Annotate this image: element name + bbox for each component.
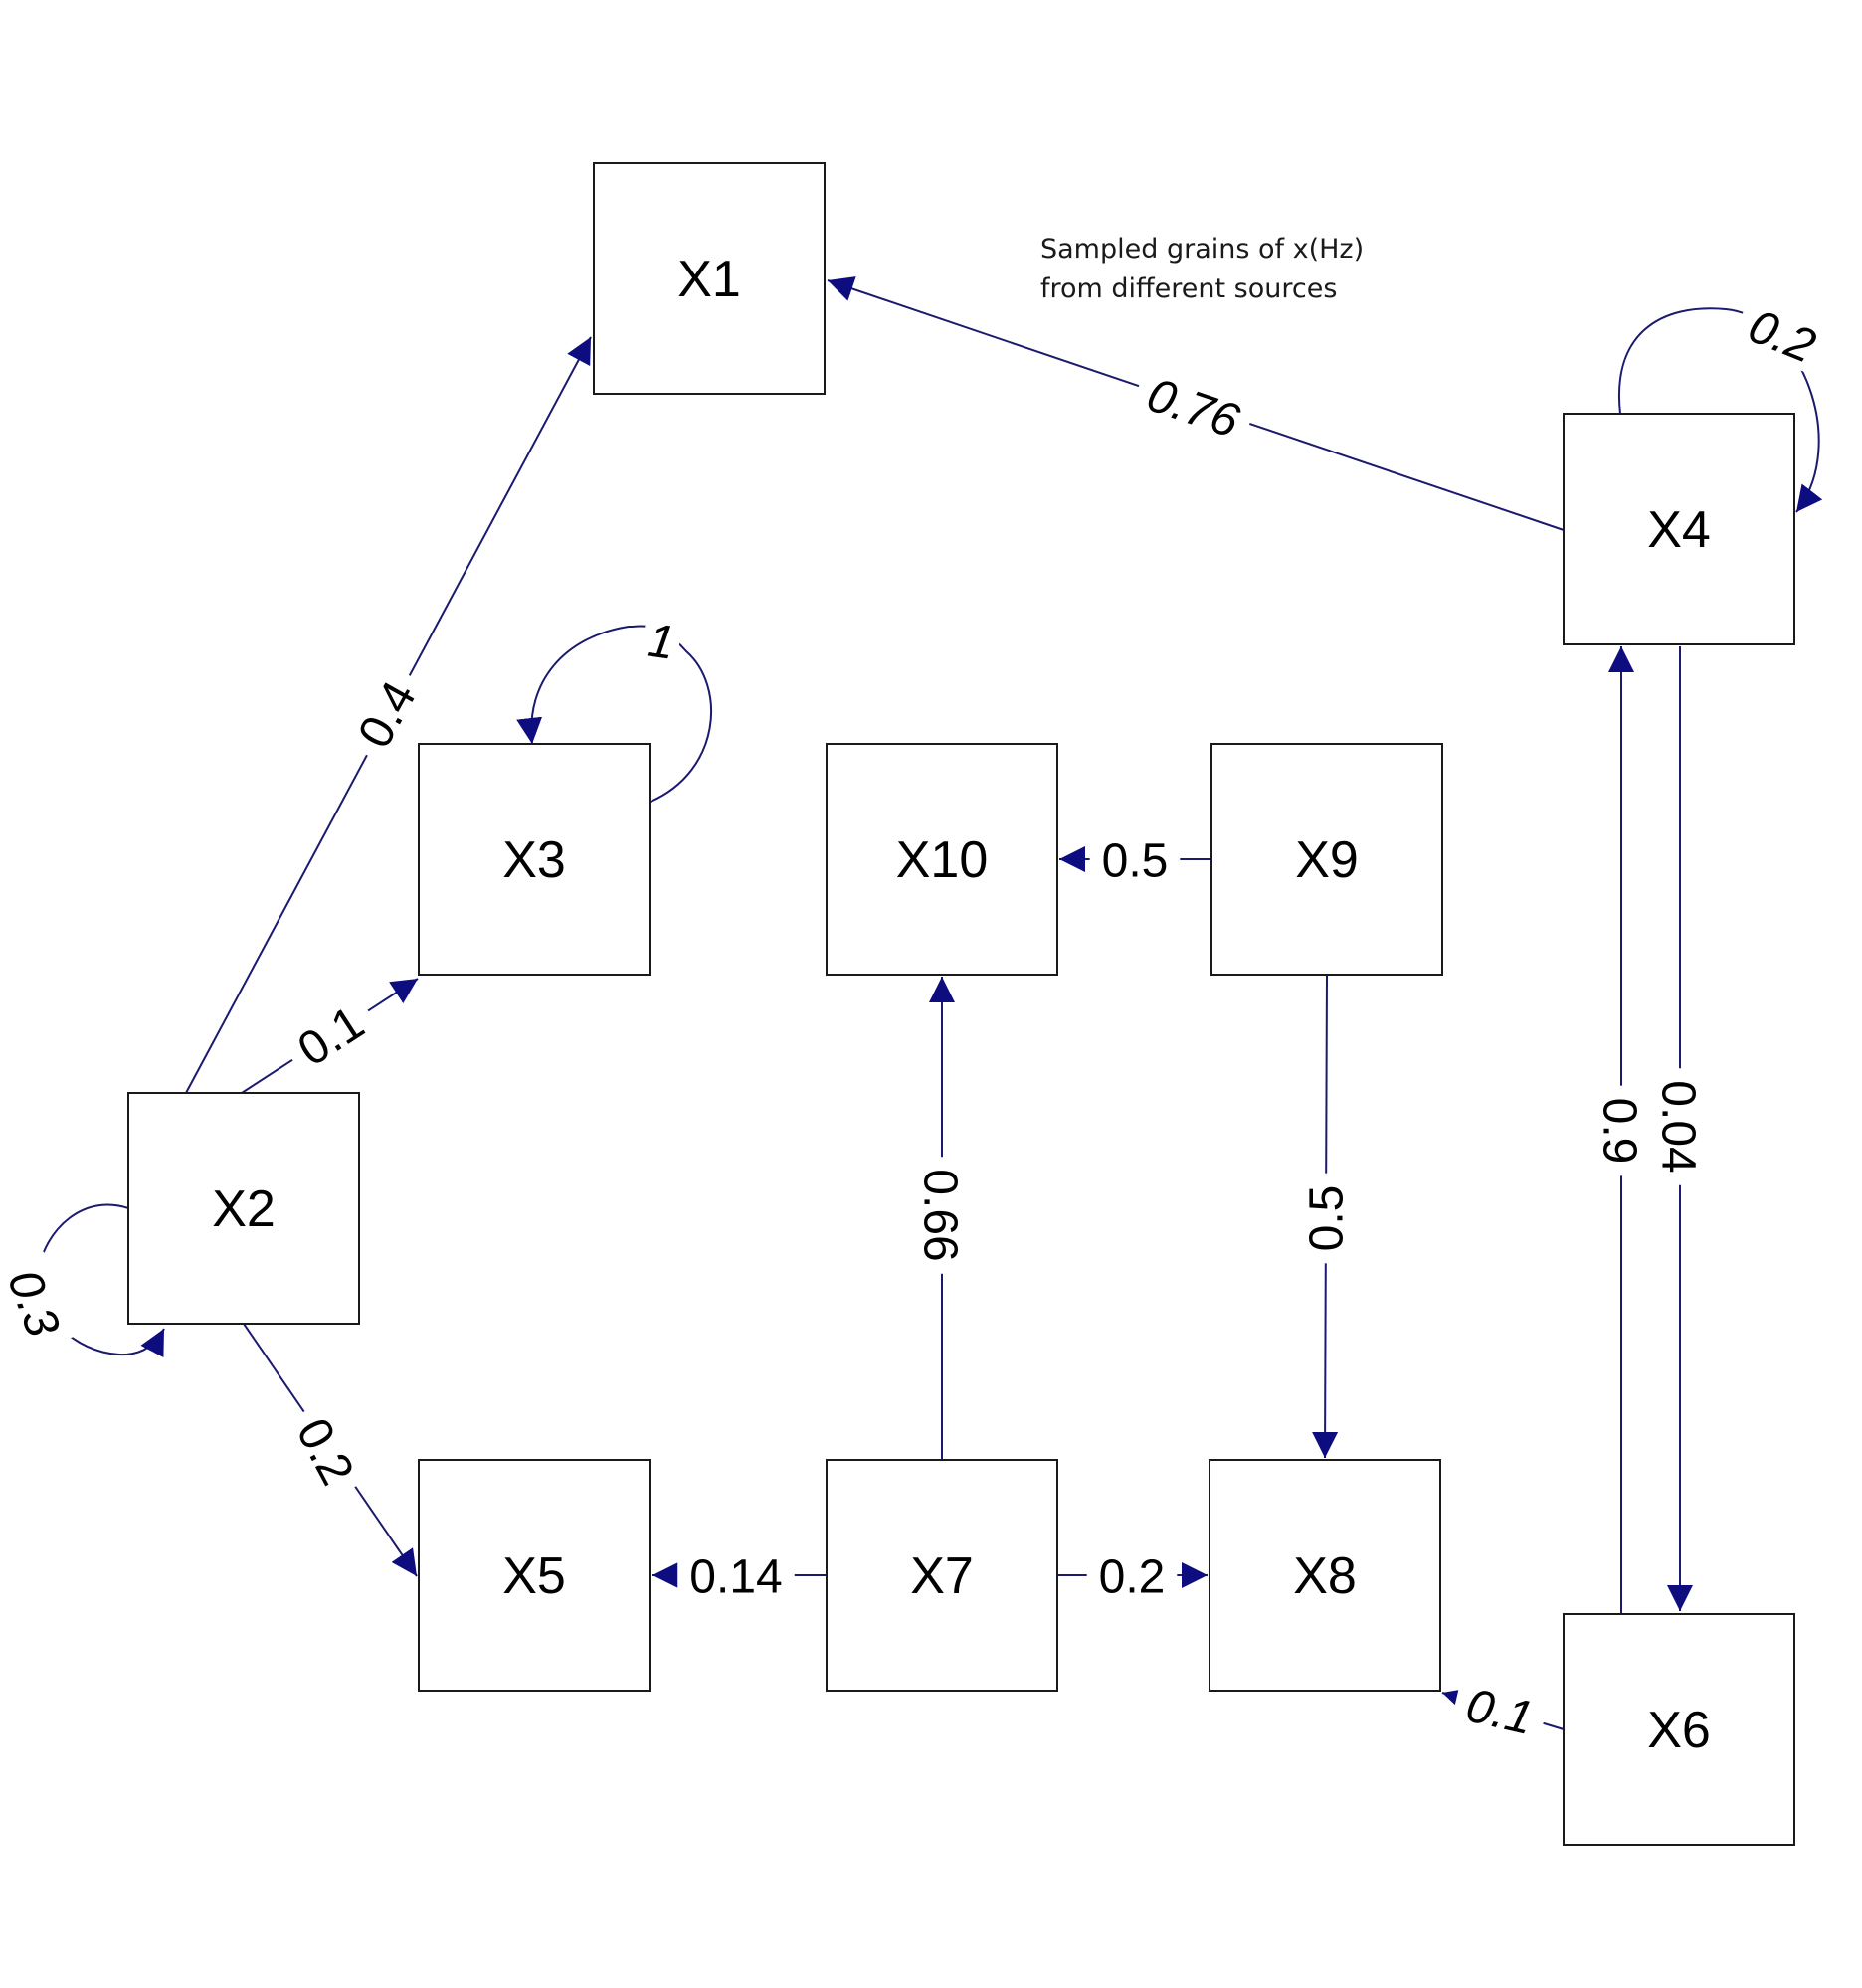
edge-label-group: 0.2 <box>1086 1549 1178 1603</box>
edge-label: 0.2 <box>1099 1550 1166 1603</box>
edge-label-group: 1 <box>640 612 683 670</box>
node-box <box>826 743 1058 976</box>
edge-label-group: 0.9 <box>1593 1085 1647 1176</box>
node-label: X10 <box>896 831 989 889</box>
edge-label-group: 0.1 <box>1449 1675 1551 1746</box>
edge-x3-x3: 1 <box>516 612 713 803</box>
node-label: X1 <box>677 251 741 308</box>
edge-label-group: 0.5 <box>1089 833 1181 887</box>
edge-label-bg <box>1299 1173 1351 1264</box>
edge-x7-x8: 0.2 <box>1057 1549 1208 1603</box>
node-label: X9 <box>1295 831 1359 889</box>
node-x7: X7 <box>826 1459 1058 1692</box>
edge-label-group: 0.04 <box>1652 1068 1706 1185</box>
edge-label-group: 0.2 <box>1731 293 1834 377</box>
edge-label-bg <box>278 989 383 1082</box>
edge-label: 0.04 <box>1652 1080 1705 1173</box>
edge-label-group: 0.14 <box>677 1549 795 1603</box>
edge-x7-x10: 0.66 <box>914 977 968 1460</box>
edge-label-group: 0.76 <box>1130 363 1257 451</box>
edge-label: 0.9 <box>1593 1098 1646 1165</box>
edge-x6-x4: 0.9 <box>1593 646 1647 1614</box>
edge-label-bg <box>1731 293 1834 377</box>
edge-x2-x1: 0.4 <box>185 336 592 1094</box>
node-box <box>1563 1613 1795 1846</box>
edge-label-bg <box>1086 1549 1178 1601</box>
edge-x7-x5: 0.14 <box>652 1549 827 1603</box>
edge-label: 0.5 <box>1300 1185 1353 1252</box>
annotation-line-1: Sampled grains of x(Hz) <box>1040 234 1364 265</box>
node-x6: X6 <box>1563 1613 1795 1846</box>
node-x5: X5 <box>418 1459 651 1692</box>
edge-label-group: 0.66 <box>914 1157 968 1274</box>
node-box <box>1210 743 1443 976</box>
edge-label-bg <box>1449 1675 1551 1746</box>
node-label: X8 <box>1293 1547 1357 1605</box>
edge-label-bg <box>341 661 431 767</box>
node-x4: X4 <box>1563 413 1795 645</box>
edge-label: 0.1 <box>1461 1679 1538 1745</box>
edge-label-bg <box>1089 833 1181 885</box>
edge-path <box>1617 307 1823 513</box>
edge-x4-x1: 0.76 <box>827 276 1565 531</box>
edge-label: 0.76 <box>1141 369 1246 449</box>
node-x8: X8 <box>1209 1459 1441 1692</box>
edge-label-bg <box>0 1251 75 1355</box>
node-box <box>1563 413 1795 645</box>
edge-label-bg <box>640 612 683 669</box>
node-box <box>418 743 651 976</box>
edge-x6-x8: 0.1 <box>1441 1675 1565 1746</box>
node-label: X7 <box>910 1547 974 1605</box>
node-x3: X3 <box>418 743 651 976</box>
node-box <box>127 1092 360 1325</box>
node-label: X6 <box>1647 1702 1711 1759</box>
edge-label-bg <box>1595 1085 1647 1176</box>
node-box <box>1209 1459 1441 1692</box>
edge-label-bg <box>1130 363 1257 451</box>
edge-x9-x10: 0.5 <box>1059 833 1211 887</box>
node-x1: X1 <box>593 162 826 395</box>
annotation-note: Sampled grains of x(Hz) from different s… <box>1040 234 1364 304</box>
edge-label-bg <box>677 1549 795 1601</box>
node-label: X4 <box>1647 501 1711 559</box>
edge-label-group: 0.3 <box>0 1251 75 1355</box>
edge-label-bg <box>1654 1068 1706 1185</box>
edge-label-group: 0.5 <box>1299 1173 1353 1264</box>
edge-x2-x3: 0.1 <box>241 978 419 1094</box>
edge-label-bg <box>281 1398 371 1504</box>
node-box <box>826 1459 1058 1692</box>
edge-label: 0.5 <box>1102 834 1169 887</box>
edge-x9-x8: 0.5 <box>1299 974 1353 1459</box>
node-box <box>593 162 826 395</box>
annotation-line-2: from different sources <box>1040 273 1337 304</box>
node-x2: X2 <box>127 1092 360 1325</box>
node-label: X2 <box>212 1180 276 1238</box>
node-box <box>418 1459 651 1692</box>
edge-x4-x6: 0.04 <box>1652 646 1706 1611</box>
edge-x2-x5: 0.2 <box>243 1323 418 1577</box>
edge-label: 0.14 <box>689 1550 782 1603</box>
node-x9: X9 <box>1210 743 1443 976</box>
node-label: X3 <box>502 831 566 889</box>
node-x10: X10 <box>826 743 1058 976</box>
edge-label-bg <box>916 1157 968 1274</box>
edge-label-group: 0.1 <box>278 989 383 1082</box>
edge-label: 0.66 <box>914 1169 967 1261</box>
node-label: X5 <box>502 1547 566 1605</box>
